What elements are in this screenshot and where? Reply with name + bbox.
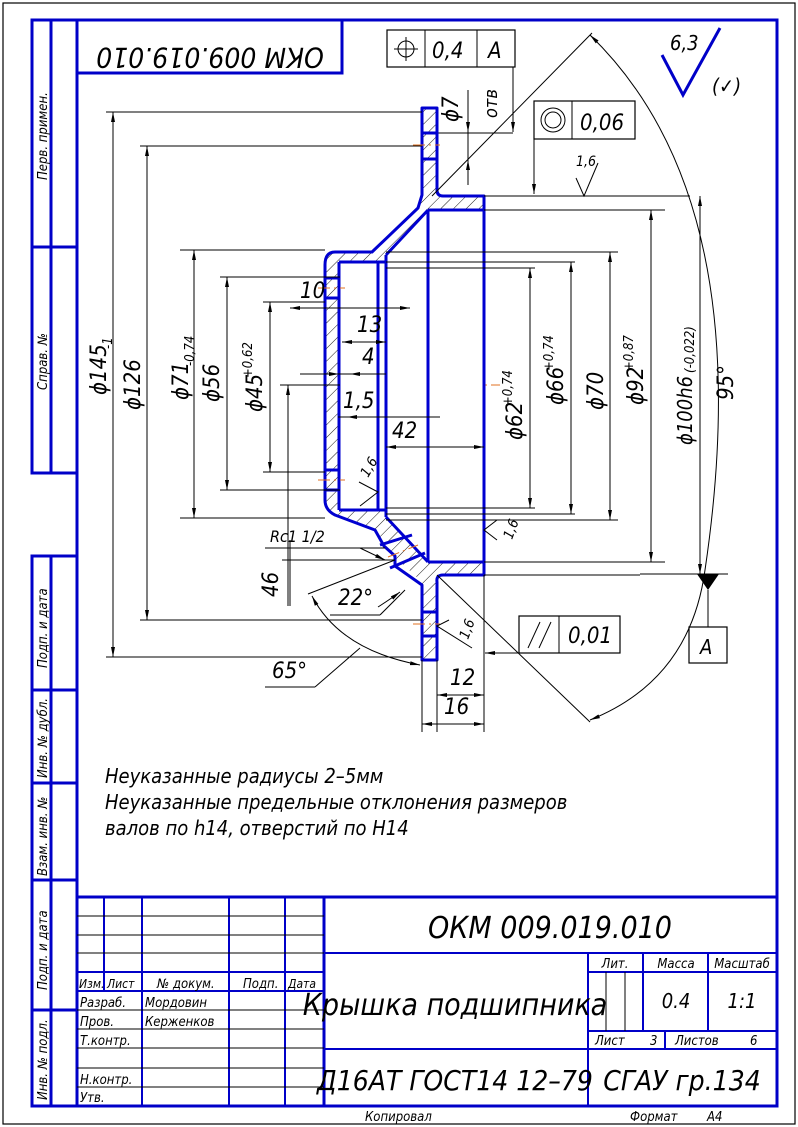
dim-l10: 10	[300, 279, 325, 304]
title-organization: СГАУ гр.134	[603, 1064, 761, 1097]
label-mass: Масса	[657, 957, 694, 972]
value-format: A4	[706, 1110, 722, 1125]
header-izm: Изм.	[79, 977, 104, 991]
dim-l46: 46	[259, 572, 284, 597]
position-icon	[394, 37, 418, 61]
concentricity-tolerance-value: 0,06	[580, 111, 624, 136]
dim-d45-tol: +0,62	[241, 342, 256, 378]
title-part-name: Крышка подшипника	[303, 988, 607, 1023]
dim-d66-tol: +0,74	[542, 335, 557, 371]
side-label-inv-dubl: Инв. № дубл.	[36, 698, 51, 778]
position-tolerance-frame: 0,4 A	[386, 29, 516, 134]
dim-d71: ϕ71	[169, 362, 194, 400]
angle-95: 95°	[714, 365, 739, 400]
dim-d45: ϕ45	[243, 374, 268, 412]
thread-label: Rc1 1/2	[270, 527, 325, 546]
value-sheet: 3	[650, 1034, 657, 1049]
concentricity-icon	[540, 107, 566, 133]
value-mass: 0.4	[662, 989, 691, 1013]
value-sheets: 6	[750, 1034, 757, 1049]
parallelism-tolerance-value: 0,01	[568, 624, 612, 649]
label-lit: Лит.	[601, 957, 629, 972]
side-label-perv-primen: Перв. примен.	[36, 92, 51, 180]
roughness-1-6-right: 1,6	[501, 517, 523, 541]
dim-d100-tol: (-0,022)	[683, 326, 698, 373]
header-list: Лист	[106, 977, 135, 991]
title-material: Д16АТ ГОСТ14 12–79	[316, 1064, 593, 1097]
side-label-inv-podl: Инв. № подл.	[36, 1019, 51, 1100]
dim-d100: ϕ100h6	[673, 376, 697, 445]
side-label-podp-data-2: Подп. и дата	[36, 910, 51, 990]
position-tolerance-value: 0,4	[432, 39, 463, 64]
angle-65: 65°	[272, 659, 307, 684]
dim-d145-tol: -1	[101, 337, 116, 349]
dim-l4: 4	[362, 345, 375, 370]
top-stamp: ОКМ 009.019.010	[75, 18, 344, 75]
label-sheets: Листов	[674, 1034, 719, 1049]
title-designation: ОКМ 009.019.010	[428, 911, 672, 946]
general-roughness: 6,3 (✓)	[660, 27, 741, 99]
roughness-general-suffix: (✓)	[712, 74, 741, 98]
dim-d70: ϕ70	[584, 372, 609, 410]
label-sheet: Лист	[594, 1034, 626, 1049]
dim-d92-tol: +0,87	[622, 335, 637, 371]
parallelism-icon	[527, 621, 552, 649]
dim-d62-tol: +0,74	[501, 370, 516, 406]
name-prov: Керженков	[145, 1015, 215, 1030]
angle-22: 22°	[338, 586, 373, 611]
dim-d145: ϕ145	[87, 344, 112, 395]
part-section	[318, 106, 486, 662]
position-tolerance-datum: A	[486, 39, 502, 64]
role-razrab: Разраб.	[80, 996, 126, 1011]
dimension-text: ϕ145 -1 ϕ126 ϕ71 -0,74 ϕ56 ϕ45 +0,62 ϕ62…	[87, 89, 739, 720]
dim-d92: ϕ92	[624, 367, 649, 405]
parallelism-tolerance-frame: 0,01	[485, 615, 621, 655]
roughness-1-6-bottom: 1,6	[457, 617, 479, 641]
dim-d62: ϕ62	[503, 402, 528, 440]
value-scale: 1:1	[728, 989, 757, 1013]
note-line-1: Неуказанные радиусы 2–5мм	[105, 764, 383, 788]
role-utv: Утв.	[80, 1091, 105, 1106]
side-label-sprav: Справ. №	[36, 333, 51, 390]
dim-hole-d7: ϕ7	[439, 96, 464, 122]
name-razrab: Мордовин	[145, 996, 207, 1011]
label-copied: Копировал	[365, 1110, 432, 1125]
dim-d56: ϕ56	[200, 364, 225, 402]
note-line-2: Неуказанные предельные отклонения размер…	[105, 790, 567, 814]
dimension-lines	[106, 32, 719, 732]
label-scale: Масштаб	[714, 957, 770, 972]
concentricity-tolerance-frame: 0,06	[532, 100, 636, 194]
header-date: Дата	[287, 977, 316, 991]
side-strip: Перв. примен. Справ. № Подп. и дата Инв.…	[30, 18, 79, 1108]
top-stamp-designation: ОКМ 009.019.010	[96, 41, 324, 74]
title-block: Изм. Лист № докум. Подп. Дата Разраб. Мо…	[77, 895, 777, 1125]
dim-d126: ϕ126	[121, 359, 146, 410]
dim-l13: 13	[357, 313, 382, 338]
roughness-1-6-top: 1,6	[576, 154, 596, 170]
note-line-3: валов по h14, отверстий по H14	[105, 816, 409, 840]
datum-a-label: A	[699, 635, 712, 659]
role-tkontr: Т.контр.	[80, 1034, 131, 1049]
dim-d66: ϕ66	[544, 367, 569, 405]
dim-l16: 16	[444, 695, 469, 720]
dim-d71-tol: -0,74	[183, 336, 198, 366]
side-label-podp-data-1: Подп. и дата	[36, 588, 51, 668]
role-nkontr: Н.контр.	[80, 1073, 132, 1088]
side-label-vzam-inv: Взам. инв. №	[36, 797, 51, 876]
technical-notes: Неуказанные радиусы 2–5мм Неуказанные пр…	[105, 764, 567, 840]
dim-hole-note: отв	[481, 89, 502, 118]
header-doc: № докум.	[156, 977, 215, 992]
label-format: Формат	[630, 1110, 679, 1125]
datum-a: A	[640, 573, 728, 664]
header-sign: Подп.	[243, 977, 278, 992]
roughness-general-value: 6,3	[670, 31, 699, 55]
dim-l15: 1,5	[343, 389, 374, 414]
role-prov: Пров.	[80, 1015, 114, 1030]
dim-l12: 12	[450, 666, 475, 691]
dim-l42: 42	[392, 419, 417, 444]
